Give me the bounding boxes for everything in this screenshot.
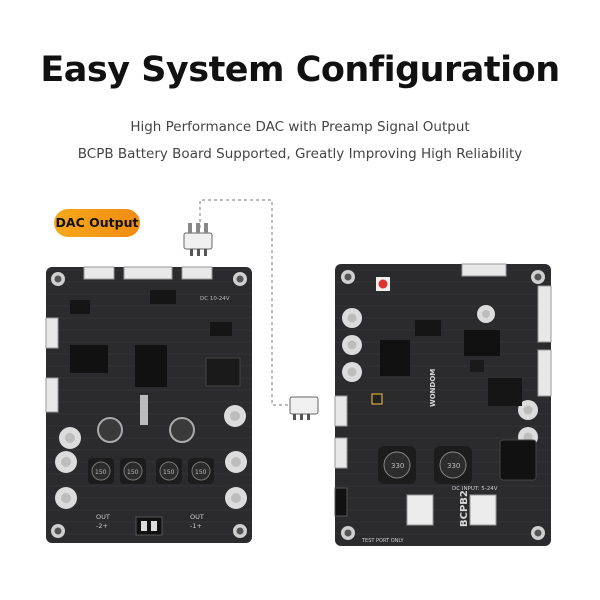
test-port-label: TEST PORT ONLY [361,538,405,544]
dac-amplifier-board [45,266,252,543]
left-dc-label: DC 10-24V [200,296,230,302]
subtitle-line-1: High Performance DAC with Preamp Signal … [130,119,470,135]
brand-label: WONDOM [429,369,437,407]
dc-input-label: DC INPUT: 5-24V [452,486,498,492]
left-inductor-label-4: 150 [195,469,207,476]
left-inductor-label-1: 150 [95,469,107,476]
dac-output-badge: DAC Output [54,209,140,237]
cable-path [199,199,318,406]
cable-connector-top [183,223,213,256]
bcpb-battery-board [334,263,552,546]
right-inductor-label-1: 330 [391,462,404,470]
page-title: Easy System Configuration [40,50,560,90]
bcpb-label: BCPB2 [459,490,470,527]
left-out-label: OUT [96,513,110,521]
right-inductor-label-2: 330 [447,462,460,470]
left-inductor-label-3: 150 [163,469,175,476]
right-out-channel: -1+ [190,522,202,530]
left-inductor-label-2: 150 [127,469,139,476]
cable-connector-side [289,396,319,420]
subtitle-line-2: BCPB Battery Board Supported, Greatly Im… [77,146,523,162]
right-out-label: OUT [190,513,204,521]
left-out-channel: -2+ [96,522,108,530]
